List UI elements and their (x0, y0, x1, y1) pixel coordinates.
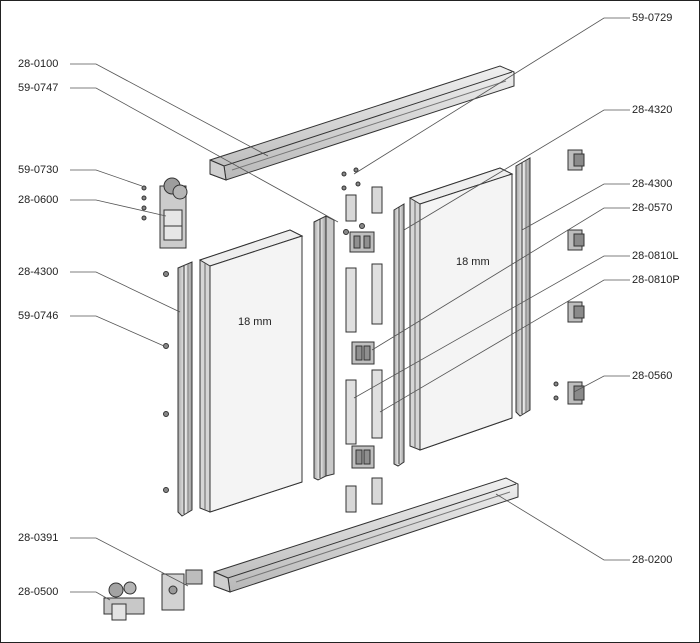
label-59-0730: 59-0730 (18, 164, 59, 176)
label-28-0100: 28-0100 (18, 58, 59, 70)
bottom-bracket (161, 569, 203, 611)
label-28-4300-right: 28-4300 (632, 178, 673, 190)
label-28-0391: 28-0391 (18, 532, 59, 544)
bottom-rail (213, 477, 519, 593)
bottom-guide-assembly (103, 581, 145, 621)
label-28-0560: 28-0560 (632, 370, 673, 382)
label-28-4320: 28-4320 (632, 104, 673, 116)
panel-screws-left (163, 271, 169, 493)
left-panel-thickness: 18 mm (238, 316, 272, 328)
top-rail (209, 65, 515, 181)
label-28-0200: 28-0200 (632, 554, 673, 566)
label-59-0729: 59-0729 (632, 12, 673, 24)
left-vertical-profile (177, 261, 193, 517)
label-28-4300-left: 28-4300 (18, 266, 59, 278)
centre-hardware-stack (345, 186, 383, 513)
label-28-0810P: 28-0810P (632, 274, 680, 286)
carriage-screws (141, 185, 147, 221)
label-28-0600: 28-0600 (18, 194, 59, 206)
middle-profile-right (393, 203, 405, 467)
leader-lines (70, 17, 630, 601)
centre-screws (341, 167, 365, 235)
label-28-0570: 28-0570 (632, 202, 673, 214)
label-28-0810L: 28-0810L (632, 250, 679, 262)
label-59-0746: 59-0746 (18, 310, 59, 322)
middle-profile-left (313, 215, 335, 481)
right-vertical-profile (515, 157, 531, 417)
right-panel-thickness: 18 mm (456, 256, 490, 268)
label-28-0500: 28-0500 (18, 586, 59, 598)
left-door-panel (198, 229, 304, 513)
right-brackets (553, 149, 585, 405)
top-roller-carriage (159, 177, 188, 249)
label-59-0747: 59-0747 (18, 82, 59, 94)
right-door-panel (408, 167, 514, 451)
